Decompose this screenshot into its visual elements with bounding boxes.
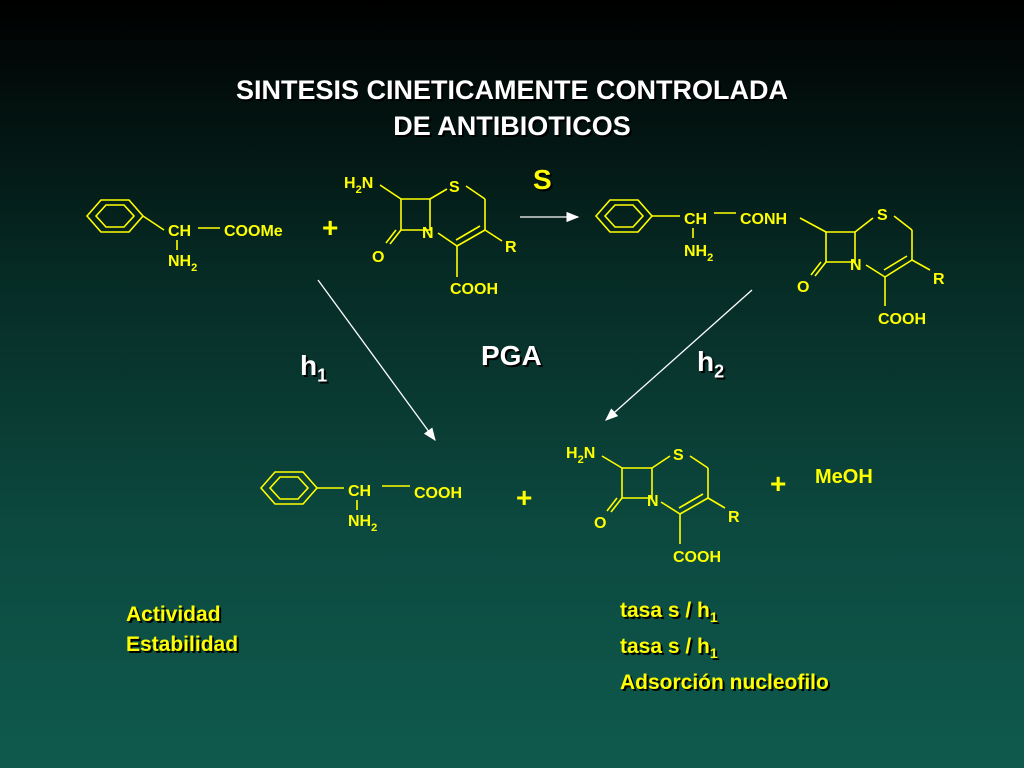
reactant-2-cephem-nucleus: H2N O N S R COOH	[344, 175, 517, 298]
hydrolysis-h2-arrow	[605, 289, 753, 421]
s-ch2-bond	[893, 215, 913, 231]
note-estabilidad: Estabilidad	[126, 633, 239, 656]
hydrolysis-h1-arrow	[317, 279, 436, 442]
h2n-label: H2N	[566, 445, 595, 466]
c-n-bond	[865, 264, 886, 278]
h2n-bond	[379, 184, 402, 200]
note-actividad: Actividad	[126, 603, 221, 626]
s-label: S	[449, 179, 460, 196]
benzene-inner-ring	[268, 476, 310, 500]
carbonyl-bond-2	[606, 497, 618, 512]
s-label: S	[673, 447, 684, 464]
hydrolysis-product-phenylglycine: CH COOH NH2	[259, 471, 462, 534]
carbonyl-bond	[610, 497, 623, 513]
n-label: N	[850, 257, 862, 274]
o-label: O	[797, 279, 809, 296]
carbonyl-bond-2	[385, 229, 397, 244]
r-label: R	[728, 509, 740, 526]
cooh-label: COOH	[450, 281, 498, 298]
c-c-double-bond-2	[678, 493, 704, 509]
slide-title-line-1: SINTESIS CINETICAMENTE CONTROLADA	[235, 75, 788, 105]
carbonyl-bond	[814, 261, 827, 277]
c-c-double-bond	[456, 229, 486, 247]
c-c-double-bond-2	[883, 255, 908, 271]
phenyl-ch-bond	[142, 215, 165, 231]
beta-lactam-ring	[825, 231, 856, 263]
cooh-label: COOH	[878, 311, 926, 328]
carbonyl-bond-2	[810, 261, 822, 276]
cooh-label: COOH	[414, 485, 462, 502]
note-rate-ratio-1: tasa s / h1	[620, 599, 718, 626]
enzyme-pga-label: PGA	[481, 340, 542, 371]
c-n-bond	[660, 501, 681, 515]
carbonyl-bond	[389, 229, 402, 245]
r-label: R	[505, 239, 517, 256]
beta-lactam-ring	[400, 198, 431, 231]
r-label: R	[933, 271, 945, 288]
product-cephalosporin: CH CONH NH2 O N S R COOH	[594, 199, 945, 328]
ch-label: CH	[684, 211, 707, 228]
nh2-label: NH2	[348, 513, 377, 534]
h2n-label: H2N	[344, 175, 373, 196]
c-c-double-bond-2	[455, 225, 481, 241]
benzene-inner-ring	[94, 204, 136, 228]
conh-label: CONH	[740, 211, 787, 228]
ch-label: CH	[168, 223, 191, 240]
synthesis-rate-label: S	[533, 164, 552, 195]
c-s-bond	[429, 188, 448, 200]
beta-lactam-ring	[621, 467, 653, 499]
ch-label: CH	[348, 483, 371, 500]
c-s-bond	[651, 455, 671, 469]
n-label: N	[647, 493, 659, 510]
o-label: O	[594, 515, 606, 532]
notes-left: Actividad Estabilidad	[126, 600, 238, 660]
c-s-bond	[854, 217, 874, 233]
note-nucleophile-adsorption: Adsorción nucleofilo	[620, 671, 829, 695]
c-r-bond	[707, 497, 726, 509]
nh2-label: NH2	[168, 253, 197, 274]
c-r-bond	[911, 259, 931, 271]
hydrolysis-product-cephem-nucleus: H2N O N S R COOH	[566, 445, 740, 566]
cooh-label: COOH	[673, 549, 721, 566]
plus-sign-top: +	[322, 212, 339, 243]
c-r-bond	[484, 229, 503, 242]
reactant-1-phenylglycine-methyl-ester: CH COOMe NH2	[85, 199, 283, 274]
c-c-double-bond	[679, 497, 709, 515]
s-ch2-bond	[465, 185, 486, 200]
h2n-bond	[601, 455, 623, 469]
nh2-label: NH2	[684, 243, 713, 264]
hydrolysis-h2-label: h2	[697, 346, 725, 382]
hydrolysis-h1-label: h1	[300, 350, 328, 386]
o-label: O	[372, 249, 384, 266]
methanol-label: MeOH	[815, 466, 873, 488]
plus-sign-bottom-right: +	[770, 468, 787, 499]
slide-title-line-2: DE ANTIBIOTICOS	[393, 111, 631, 141]
s-ch2-bond	[689, 455, 709, 469]
c-n-bond	[437, 232, 458, 247]
coome-label: COOMe	[224, 223, 283, 240]
notes-right: tasa s / h1 tasa s / h1 Adsorción nucleo…	[620, 596, 829, 698]
benzene-inner-ring	[603, 204, 645, 228]
note-rate-ratio-2: tasa s / h1	[620, 635, 718, 662]
plus-sign-bottom-left: +	[516, 482, 533, 513]
s-label: S	[877, 207, 888, 224]
c-c-double-bond	[884, 259, 913, 278]
amide-bond	[799, 217, 827, 233]
n-label: N	[422, 225, 434, 242]
